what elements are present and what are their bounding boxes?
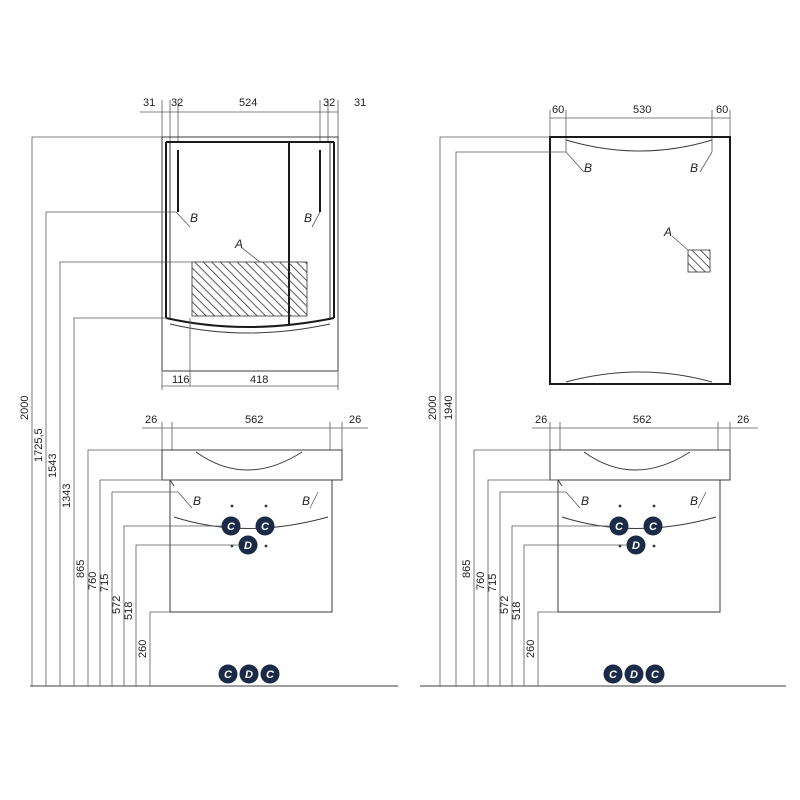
height-label: 572 — [111, 596, 123, 614]
dim-label: 32 — [171, 97, 183, 109]
svg-text:D: D — [245, 669, 253, 681]
height-label: 715 — [99, 574, 111, 592]
dim-label: 31 — [354, 97, 366, 109]
vanity-unit: B B C C D — [161, 449, 343, 613]
height-label: 518 — [123, 602, 135, 620]
right-view: 60 530 60 B B A 26 562 26 — [420, 104, 786, 687]
left-bottom-dimension: 116 418 — [161, 372, 339, 390]
svg-text:C: C — [266, 669, 275, 681]
connection-badge-c: C — [221, 516, 241, 536]
connection-badge-d: D — [238, 535, 258, 555]
dim-label: 116 — [172, 374, 190, 386]
left-view: 31 32 524 32 31 A B — [19, 97, 398, 687]
callout-b: B — [304, 211, 312, 225]
height-label: 518 — [511, 602, 523, 620]
callout-a: A — [663, 225, 672, 239]
dim-label: 31 — [143, 97, 155, 109]
svg-text:D: D — [244, 540, 252, 552]
height-label: 865 — [75, 560, 87, 578]
svg-text:C: C — [649, 521, 658, 533]
dim-label: 26 — [349, 414, 361, 426]
dim-label: 562 — [633, 414, 651, 426]
vanity-unit: B B C C D — [549, 449, 731, 613]
hatched-area — [687, 249, 711, 273]
height-label: 760 — [475, 572, 487, 590]
height-label: 715 — [487, 574, 499, 592]
left-vanity-top-dimension: 26 562 26 — [142, 414, 368, 450]
connection-badge-c: C — [643, 516, 663, 536]
height-label: 1725,5 — [33, 428, 45, 462]
right-height-dimensions: 2000 1940 865 760 715 572 518 260 — [427, 136, 627, 686]
height-label: 260 — [525, 640, 537, 658]
height-label: 572 — [499, 596, 511, 614]
right-top-dimension: 60 530 60 — [549, 104, 731, 152]
svg-text:C: C — [609, 669, 618, 681]
callout-b: B — [690, 494, 698, 508]
connection-badge-c: C — [609, 516, 629, 536]
svg-text:C: C — [227, 521, 236, 533]
dim-label: 26 — [145, 414, 157, 426]
dim-label: 26 — [535, 414, 547, 426]
left-height-dimensions: 2000 1725,5 1543 1343 865 760 715 572 51… — [19, 136, 239, 686]
dim-label: 60 — [716, 104, 728, 116]
dim-label: 32 — [323, 97, 335, 109]
height-label: 1940 — [443, 396, 455, 420]
svg-text:C: C — [261, 521, 270, 533]
height-label: 2000 — [427, 396, 439, 420]
dim-label: 562 — [245, 414, 263, 426]
floor-legend: C D C — [218, 664, 280, 684]
dim-label: 524 — [239, 97, 257, 109]
callout-b: B — [190, 211, 198, 225]
dim-label: 60 — [552, 104, 564, 116]
svg-text:C: C — [615, 521, 624, 533]
height-label: 760 — [87, 572, 99, 590]
dim-label: 530 — [633, 104, 651, 116]
left-top-dimension: 31 32 524 32 31 — [140, 97, 366, 142]
mirror: B B A — [549, 136, 731, 385]
svg-text:D: D — [632, 540, 640, 552]
svg-text:D: D — [630, 669, 638, 681]
floor-legend: C D C — [603, 664, 665, 684]
callout-b: B — [584, 161, 592, 175]
callout-b: B — [690, 161, 698, 175]
dim-label: 418 — [250, 374, 268, 386]
connection-badge-d: D — [626, 535, 646, 555]
callout-b: B — [302, 494, 310, 508]
height-label: 260 — [137, 640, 149, 658]
hatched-shelf-area — [191, 261, 308, 317]
connection-badge-c: C — [255, 516, 275, 536]
right-vanity-top-dimension: 26 562 26 — [532, 414, 758, 450]
height-label: 1343 — [61, 484, 73, 508]
height-label: 2000 — [19, 396, 31, 420]
svg-text:C: C — [651, 669, 660, 681]
height-label: 1543 — [47, 454, 59, 478]
dim-label: 26 — [737, 414, 749, 426]
svg-text:C: C — [224, 669, 233, 681]
callout-b: B — [581, 494, 589, 508]
mirror-cabinet: A B B — [161, 136, 339, 386]
callout-b: B — [193, 494, 201, 508]
callout-a: A — [234, 237, 243, 251]
height-label: 865 — [461, 560, 473, 578]
